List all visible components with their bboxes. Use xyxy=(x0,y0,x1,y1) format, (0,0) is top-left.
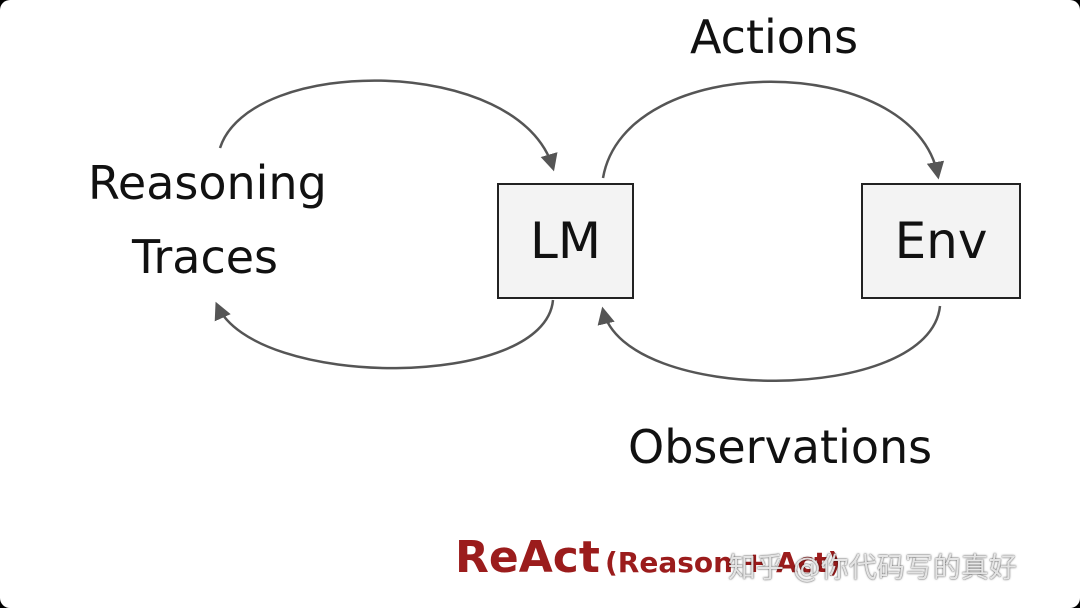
env-node-label: Env xyxy=(894,212,988,270)
react-subtitle: (Reason + Act) xyxy=(604,546,841,579)
actions-arrow xyxy=(601,80,945,180)
observations-arrow xyxy=(597,305,942,382)
reasoning-label-line1: Reasoning xyxy=(88,156,327,210)
react-title: ReAct xyxy=(455,532,600,583)
zhihu-watermark: 知乎 @你代码写的真好 xyxy=(728,551,1017,584)
reasoning-bottom-arrow xyxy=(214,299,555,370)
reasoning-label-line2: Traces xyxy=(132,230,278,284)
observations-label: Observations xyxy=(628,420,933,474)
env-node: Env xyxy=(861,183,1021,299)
lm-node-label: LM xyxy=(530,212,601,270)
actions-label: Actions xyxy=(690,10,859,64)
lm-node: LM xyxy=(497,183,634,299)
reasoning-top-arrow xyxy=(218,79,558,172)
react-caption: ReAct (Reason + Act) xyxy=(455,532,840,583)
